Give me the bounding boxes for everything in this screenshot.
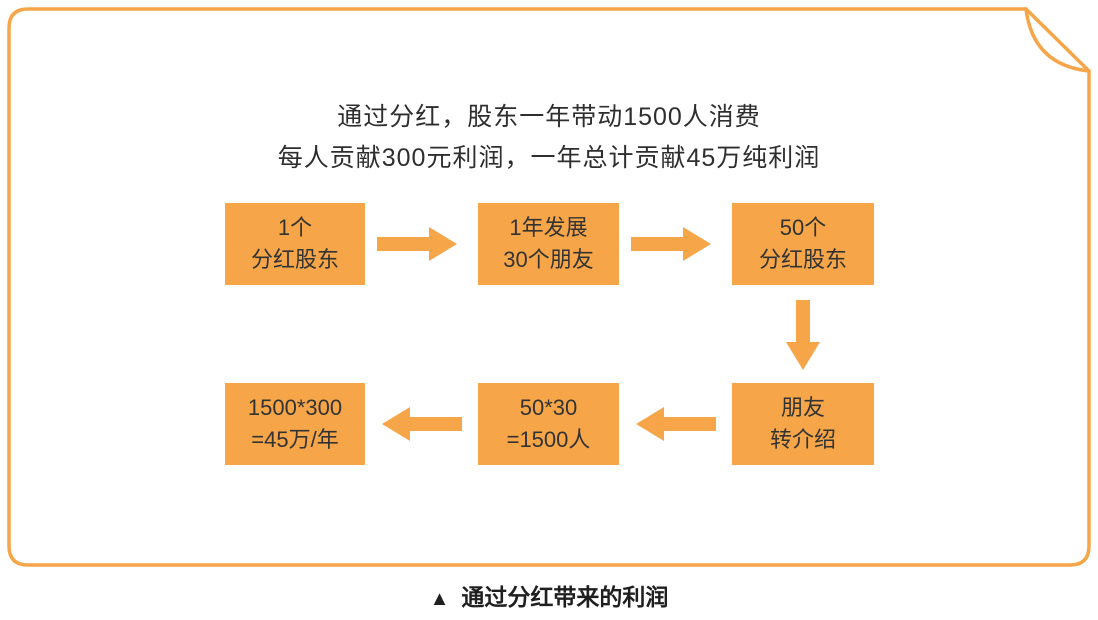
box-line: 分红股东 [758, 247, 847, 272]
box-line: 1个 [277, 215, 313, 241]
caption-text: 通过分红带来的利润 [461, 584, 669, 610]
arrow-right-2-icon [631, 227, 711, 261]
arrow-head [786, 342, 820, 370]
arrow-bar [664, 417, 716, 431]
figure-title: 通过分红，股东一年带动1500人消费 每人贡献300元利润，一年总计贡献45万纯… [0, 97, 1098, 179]
flow-box-friend-referral: 朋友 转介绍 [732, 383, 874, 465]
box-line: 1年发展 [509, 215, 588, 241]
box-line: 分红股东 [250, 247, 339, 272]
box-line: =45万/年 [251, 427, 339, 452]
flow-box-fifty-shareholders: 50个 分红股东 [732, 203, 874, 285]
flow-box-total-people: 50*30 =1500人 [478, 383, 619, 465]
note-card-outline [7, 7, 1091, 567]
arrow-head [382, 407, 410, 441]
box-line: 50个 [779, 215, 827, 241]
flow-box-year-growth: 1年发展 30个朋友 [478, 203, 619, 285]
caption-triangle-icon: ▲ [429, 588, 450, 610]
title-line-1: 通过分红，股东一年带动1500人消费 [337, 103, 761, 131]
figure-caption: ▲ 通过分红带来的利润 [0, 578, 1098, 612]
arrow-bar [377, 237, 429, 251]
flow-box-one-shareholder: 1个 分红股东 [225, 203, 365, 285]
title-line-2: 每人贡献300元利润，一年总计贡献45万纯利润 [277, 144, 821, 172]
arrow-left-2-icon [382, 407, 462, 441]
box-line: 朋友 [780, 395, 825, 421]
box-line: 1500*300 [247, 395, 343, 421]
arrow-head [636, 407, 664, 441]
arrow-down-icon [786, 300, 820, 370]
flow-box-total-profit: 1500*300 =45万/年 [225, 383, 365, 465]
arrow-head [683, 227, 711, 261]
box-line: =1500人 [506, 427, 591, 452]
arrow-bar [631, 237, 683, 251]
arrow-left-1-icon [636, 407, 716, 441]
box-line: 50*30 [519, 395, 578, 421]
arrow-right-1-icon [377, 227, 457, 261]
box-line: 30个朋友 [503, 247, 594, 272]
arrow-bar [796, 300, 810, 342]
box-line: 转介绍 [769, 427, 836, 452]
folded-corner-icon [1024, 7, 1091, 73]
arrow-head [429, 227, 457, 261]
arrow-bar [410, 417, 462, 431]
